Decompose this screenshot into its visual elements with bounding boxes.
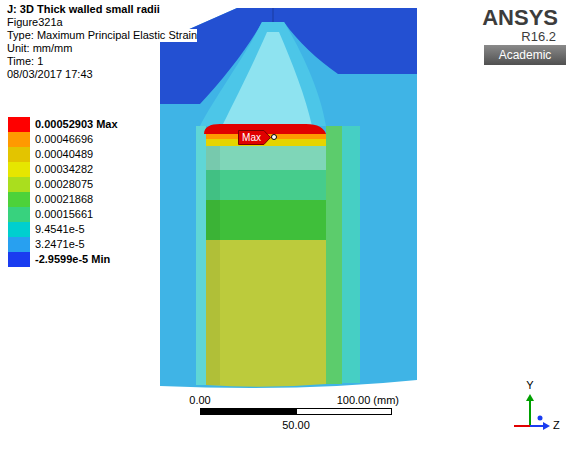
legend-row: 0.00021868 [8,192,158,207]
y-axis-head [526,394,534,401]
license-badge: Academic [484,45,566,65]
legend-swatch [8,177,30,192]
result-date: 08/03/2017 17:43 [7,68,93,81]
triad-dot [538,416,543,421]
legend-row: 9.4541e-5 [8,222,158,237]
side-strain-band [196,126,206,385]
version-label: R16.2 [521,30,556,45]
max-point-marker [272,135,277,140]
tag-outline [239,131,271,145]
scale-value: 50.00 [282,419,310,432]
z-axis-arrow [530,425,544,427]
legend-value: 0.00034282 [35,163,93,176]
result-title: J: 3D Thick walled small radii [7,3,160,16]
figure-name: Figure321a [7,16,63,29]
legend-swatch [8,117,30,132]
legend-value: 0.00046696 [35,133,93,146]
x-axis-arrow [514,425,530,427]
bore-strain-band [206,200,326,240]
legend-row: 0.00028075 [8,177,158,192]
legend-value: 3.2471e-5 [35,238,85,251]
bore-strain-band [206,146,326,170]
brand-logo: ANSYS [482,5,558,30]
legend-row: 0.00040489 [8,147,158,162]
bore-surface [206,240,326,387]
legend-value: 9.4541e-5 [35,223,85,236]
legend-row: 0.00015661 [8,207,158,222]
y-axis-arrow [529,400,531,426]
legend-swatch [8,207,30,222]
legend-swatch [8,252,30,267]
legend-swatch [8,222,30,237]
axis-label: Y [526,379,533,392]
max-probe-tag: Max [238,130,271,145]
legend-value: 0.00052903 Max [35,118,118,131]
legend-swatch [8,162,30,177]
side-strain-band [342,126,360,383]
scale-bar-black [200,408,296,415]
legend-value: 0.00021868 [35,193,93,206]
legend-value: -2.9599e-5 Min [35,253,110,266]
legend-row: -2.9599e-5 Min [8,252,158,267]
legend-swatch [8,132,30,147]
legend-swatch [8,147,30,162]
result-unit: Unit: mm/mm [7,42,72,55]
scale-value: 100.00 (mm) [337,394,399,407]
badge-text: Academic [484,45,566,65]
model-side-face [160,8,417,388]
legend-row: 3.2471e-5 [8,237,158,252]
model-edge [273,8,274,22]
legend-swatch [8,192,30,207]
probe-label: Max [238,130,271,145]
legend-value: 0.00028075 [35,178,93,191]
legend-row: 0.00046696 [8,132,158,147]
legend-value: 0.00015661 [35,208,93,221]
scale-bar-white [297,409,392,415]
scale-value: 0.00 [189,394,210,407]
bore-shading [206,146,220,385]
side-strain-band [326,126,342,384]
legend-value: 0.00040489 [35,148,93,161]
legend-row: 0.00052903 Max [8,117,158,132]
result-type: Type: Maximum Principal Elastic Strain [7,29,197,42]
z-axis-head [543,422,550,430]
bore-strain-band [206,170,326,200]
legend-row: 0.00034282 [8,162,158,177]
result-time: Time: 1 [7,55,43,68]
bore-opening [200,22,326,126]
legend-swatch [8,237,30,252]
bore-opening-light [222,32,312,126]
axis-label: Z [553,419,560,432]
